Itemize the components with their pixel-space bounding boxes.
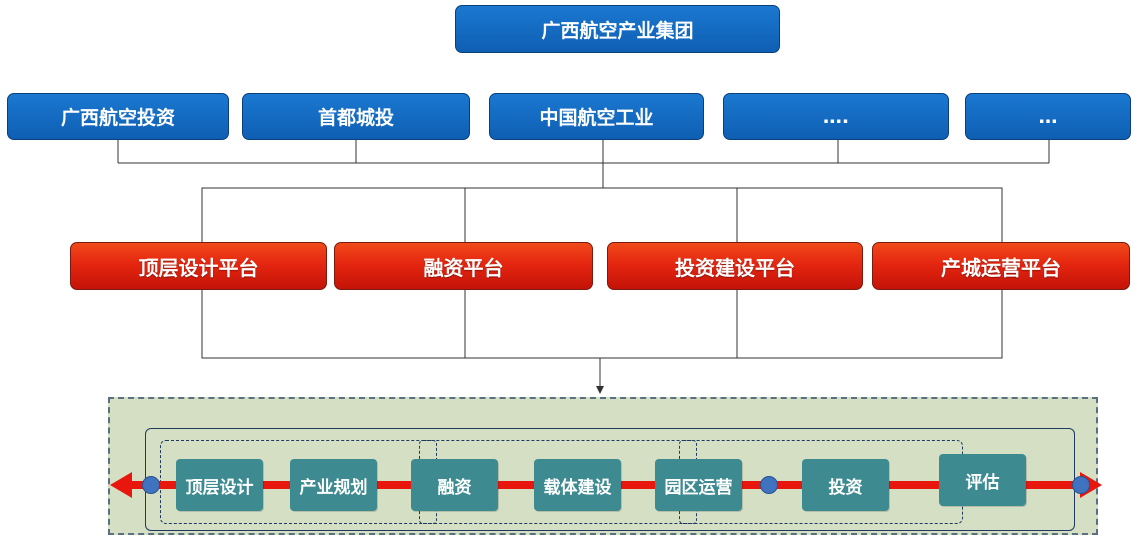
process-step-carrier-construction: 载体建设 [534,459,621,511]
partner-label: 中国航空工业 [539,107,654,129]
timeline-dot-start [142,476,160,494]
partner-node-more-2: … [965,93,1131,140]
platform-label: 融资平台 [423,255,504,280]
arrow-left-icon [110,472,132,498]
top-group-node: 广西航空产业集团 [455,5,780,53]
partner-label: 广西航空投资 [60,107,175,129]
platform-label: 顶层设计平台 [138,255,259,280]
platform-node-industry-city-operation: 产城运营平台 [872,242,1130,290]
process-step-park-operation: 园区运营 [655,459,742,511]
platform-label: 产城运营平台 [941,255,1061,280]
partner-node-avic: 中国航空工业 [489,93,704,140]
platform-node-investment-construction: 投资建设平台 [607,242,863,290]
platform-node-top-level-design: 顶层设计平台 [70,242,327,290]
timeline-dot-middle [760,476,778,494]
process-step-evaluation: 评估 [939,454,1026,506]
process-step-label: 融资 [437,477,472,498]
process-step-label: 载体建设 [543,477,612,498]
process-step-label: 投资 [828,477,863,498]
process-step-label: 评估 [965,472,1000,493]
partner-label: … [1038,105,1058,128]
top-group-label: 广西航空产业集团 [541,19,694,42]
timeline-dot-end [1072,476,1090,494]
process-step-investment: 投资 [802,459,889,511]
process-step-financing: 融资 [411,459,498,511]
process-step-label: 产业规划 [299,477,368,498]
process-step-industry-planning: 产业规划 [290,459,377,511]
process-step-label: 园区运营 [664,477,733,498]
partner-label: 首都城投 [317,107,394,129]
partner-node-guangxi-aviation-investment: 广西航空投资 [7,93,229,140]
partner-node-capital-city-investment: 首都城投 [242,93,470,140]
process-step-label: 顶层设计 [185,477,254,498]
process-step-top-level-design: 顶层设计 [176,459,263,511]
partner-label: …. [822,105,850,128]
platform-node-financing: 融资平台 [334,242,593,290]
partner-node-more-1: …. [723,93,949,140]
platform-label: 投资建设平台 [675,255,795,280]
